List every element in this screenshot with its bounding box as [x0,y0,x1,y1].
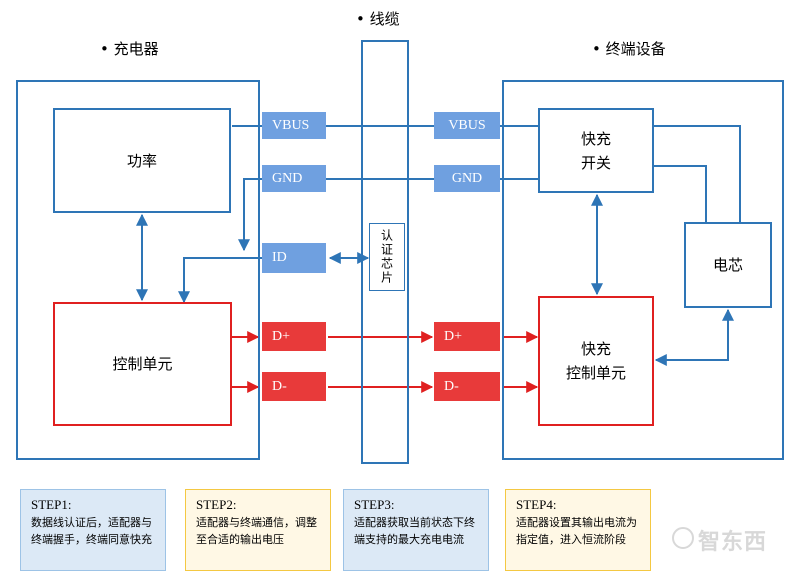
gnd-to-id-arrow [238,178,262,252]
id-to-control-arrow [178,257,262,304]
dminus-pin-left: D- [262,372,326,401]
step-4: STEP4: 适配器设置其输出电流为指定值，进入恒流阶段 [505,489,651,571]
gnd-pin-right: GND [434,165,500,192]
device-frame [502,80,784,460]
step-4-body: 适配器设置其输出电流为指定值，进入恒流阶段 [516,516,637,546]
dplus-pin-left: D+ [262,322,326,351]
device-title: • 终端设备 [592,40,666,58]
fast-charge-control-block: 快充 控制单元 [538,296,654,426]
step-2-head: STEP2: [196,497,237,512]
dplus-pin-right: D+ [434,322,500,351]
dminus-pin-right: D- [434,372,500,401]
step-3: STEP3: 适配器获取当前状态下终端支持的最大充电电流 [343,489,489,571]
step-2: STEP2: 适配器与终端通信，调整至合适的输出电压 [185,489,331,571]
step-3-body: 适配器获取当前状态下终端支持的最大充电电流 [354,516,475,546]
cable-frame [361,40,409,464]
gnd-pin-left: GND [262,165,326,192]
switch-battery-line-2 [654,165,707,222]
step-1-body: 数据线认证后，适配器与终端握手，终端同意快充 [31,516,152,546]
watermark-logo-icon [672,527,694,549]
charger-title: • 充电器 [100,40,159,58]
step-2-body: 适配器与终端通信，调整至合适的输出电压 [196,516,317,546]
step-1-head: STEP1: [31,497,72,512]
charger-frame [16,80,260,460]
cable-title: • 线缆 [356,10,400,28]
watermark-text: 智东西 [698,530,768,555]
step-4-head: STEP4: [516,497,557,512]
battery-block: 电芯 [684,222,772,308]
power-block: 功率 [53,108,231,213]
vbus-pin-left: VBUS [262,112,326,139]
switch-battery-line [654,125,741,222]
step-1: STEP1: 数据线认证后，适配器与终端握手，终端同意快充 [20,489,166,571]
control-unit-block: 控制单元 [53,302,232,426]
vbus-pin-right: VBUS [434,112,500,139]
step-3-head: STEP3: [354,497,395,512]
auth-chip: 认证芯片 [369,223,405,291]
id-pin: ID [262,243,326,273]
battery-control-arrow [654,308,734,366]
fast-charge-switch-block: 快充 开关 [538,108,654,193]
